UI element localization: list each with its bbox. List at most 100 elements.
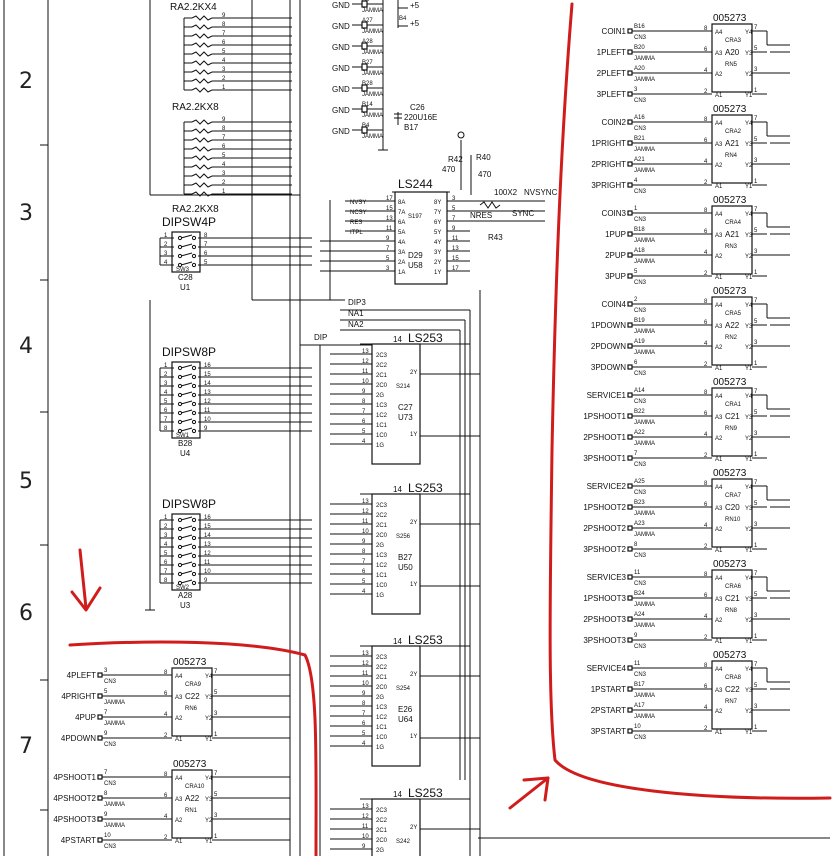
- ic-part-number: 005273: [173, 759, 207, 770]
- pin-name: Y4: [745, 121, 753, 127]
- connector-pin: [627, 616, 633, 622]
- dip-switch-sw: SW3: [176, 267, 190, 273]
- pin-number: 11: [362, 824, 369, 830]
- connector-pin: [97, 672, 103, 678]
- pin-name: A1: [715, 184, 723, 190]
- resistor-zigzag-icon: [191, 78, 213, 84]
- pin-name: 1Y: [434, 270, 441, 276]
- pin-name: A1: [175, 839, 183, 845]
- jamma-pin-ref: B28: [362, 81, 373, 87]
- input-signal-label: 1PSHOOT3: [583, 594, 626, 603]
- connector-pin: [627, 455, 633, 461]
- resistor-ref: R40: [476, 153, 491, 162]
- switch-contact-icon: [191, 383, 197, 389]
- input-signal-label: SERVICE2: [587, 482, 627, 491]
- pin-number: 10: [204, 417, 211, 423]
- pin-tag: CN3: [634, 672, 647, 678]
- jamma-pin-ref: A28: [362, 39, 373, 45]
- ic-location: A21: [725, 139, 740, 148]
- grid-number: 4: [19, 334, 33, 359]
- pin-name: Y1: [205, 839, 213, 845]
- pin-number: 8: [164, 426, 168, 432]
- switch-contact-icon: [191, 401, 197, 407]
- connector-pin-ref: A18: [634, 248, 645, 254]
- connector-pin: [627, 546, 633, 552]
- resistor-ref: R43: [488, 233, 503, 242]
- pin-name: Y1: [745, 639, 753, 645]
- pin-number: 9: [452, 226, 456, 232]
- pin-name: 2C0: [376, 685, 388, 691]
- pin-tag: JAMMA: [634, 532, 655, 538]
- pin-number: 6: [704, 138, 708, 144]
- ic-location: A22: [185, 794, 200, 803]
- pin-number: 7: [386, 246, 390, 252]
- pin-number: 8: [704, 299, 708, 305]
- pin-number: 7: [362, 559, 366, 565]
- pin-number: 10: [204, 569, 211, 575]
- connector-pin: [627, 343, 633, 349]
- switch-contact-icon: [191, 262, 197, 268]
- resistor-zigzag-icon: [191, 42, 213, 48]
- switch-lever: [180, 261, 193, 266]
- pin-name: 6Y: [434, 220, 441, 226]
- connector-pin-ref: 9: [104, 812, 108, 818]
- pin-number: 7: [754, 25, 758, 31]
- pin-name: Y4: [745, 212, 753, 218]
- pin-tag: JAMMA: [104, 823, 125, 829]
- pin-number: 9: [362, 691, 366, 697]
- pin-number: 8: [704, 390, 708, 396]
- pin-number: 2: [222, 180, 226, 186]
- input-signal-label: 2PSTART: [591, 706, 626, 715]
- pin-name: 3Y: [434, 250, 441, 256]
- switch-contact-icon: [191, 553, 197, 559]
- pin-name: 1G: [376, 443, 384, 449]
- pin-number: 12: [204, 399, 211, 405]
- pin-number: 9: [386, 236, 390, 242]
- pin-tag: CN3: [104, 742, 117, 748]
- pin-tag: JAMMA: [104, 700, 125, 706]
- signal-name: NA2: [348, 320, 364, 329]
- gnd-label: GND: [332, 64, 350, 73]
- pin-tag: JAMMA: [362, 134, 383, 140]
- signal-name: NVSYNC: [524, 188, 558, 197]
- pin-name: A4: [715, 394, 723, 400]
- input-signal-label: COIN2: [602, 118, 627, 127]
- pin-name: 1C0: [376, 433, 388, 439]
- pin-number: 12: [204, 551, 211, 557]
- input-signal-label: 4PDOWN: [61, 734, 96, 743]
- ic-unit: U64: [398, 715, 413, 724]
- ic-rn-ref: RN5: [725, 62, 738, 68]
- ic-rn-ref: RN10: [725, 517, 741, 523]
- pin-number: 8: [704, 117, 708, 123]
- resistor-zigzag-icon: [191, 191, 213, 197]
- pin-number: 12: [362, 509, 369, 515]
- grid-number: 2: [19, 69, 33, 94]
- switch-lever: [180, 391, 193, 396]
- pin-name: 2C3: [376, 353, 388, 359]
- pin-number: 13: [362, 349, 369, 355]
- input-signal-label: 4PUP: [75, 713, 96, 722]
- pin-number: 9: [362, 539, 366, 545]
- pin-number: 1: [754, 179, 758, 185]
- pin-number: 3: [222, 171, 226, 177]
- pin-name: A1: [715, 366, 723, 372]
- connector-pin: [627, 119, 633, 125]
- pin-number: 1: [754, 270, 758, 276]
- signal-name: NVSY: [350, 200, 366, 206]
- connector-pin: [627, 182, 633, 188]
- connector-pin: [627, 434, 633, 440]
- pin-number: 6: [222, 40, 226, 46]
- pin-number: 1: [754, 361, 758, 367]
- pin-name: 1C2: [376, 413, 388, 419]
- dip-switch-ref: A28: [178, 591, 193, 600]
- ic-code: S197: [408, 214, 423, 220]
- connector-pin: [97, 714, 103, 720]
- pin-tag: CN3: [634, 462, 647, 468]
- connector-pin: [627, 413, 633, 419]
- switch-contact-icon: [191, 235, 197, 241]
- pin-number: 7: [754, 207, 758, 213]
- ic-code: S254: [396, 686, 411, 692]
- ic-ls253: [371, 798, 421, 856]
- pin-number: 7: [754, 662, 758, 668]
- pin-name: 7Y: [434, 210, 441, 216]
